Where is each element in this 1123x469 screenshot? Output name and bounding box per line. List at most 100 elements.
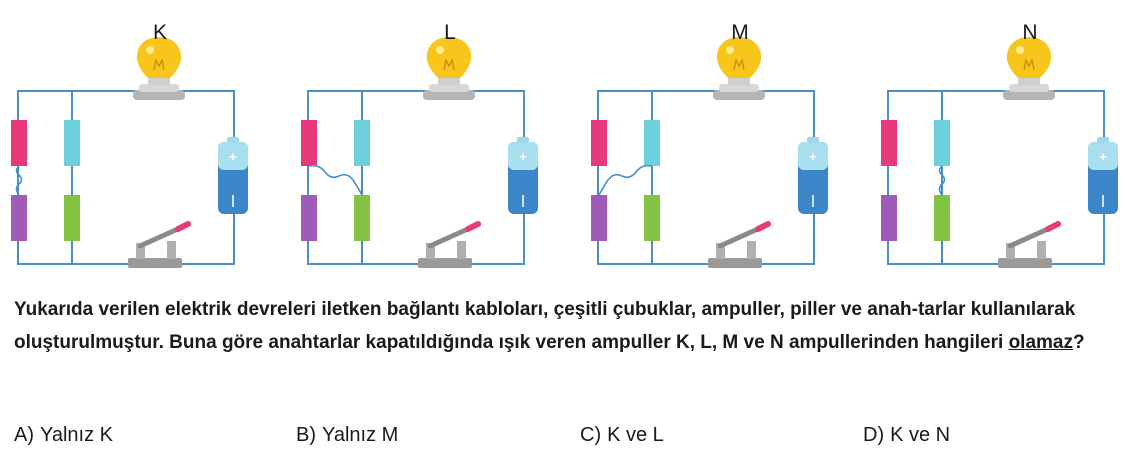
switch-base	[418, 258, 472, 268]
bulb-base	[1003, 90, 1055, 100]
question-text: Yukarıda verilen elektrik devreleri ilet…	[14, 293, 1110, 359]
option-d[interactable]: D)K ve N	[863, 424, 950, 447]
option-b[interactable]: B) Yalnız M	[296, 424, 398, 447]
battery-plus-sign: +	[809, 149, 817, 164]
bulb-label: L	[444, 21, 456, 44]
bulb-base	[713, 90, 765, 100]
bulb-filament	[1023, 58, 1035, 71]
switch-post-right	[747, 241, 756, 259]
rod-cyan	[354, 120, 370, 166]
bulb-label: N	[1022, 21, 1037, 44]
switch-post-right	[1037, 241, 1046, 259]
bulb-neck	[1018, 77, 1040, 85]
question-emphasis: olamaz	[1008, 332, 1073, 353]
switch-post-left	[426, 243, 435, 259]
bulb-filament	[153, 58, 165, 71]
connecting-wire	[938, 165, 946, 196]
bulb-highlight	[146, 46, 154, 54]
bulb-highlight	[436, 46, 444, 54]
bulb-socket	[719, 84, 759, 92]
bulb-filament	[733, 58, 745, 71]
switch-handle	[175, 221, 191, 232]
battery-plus-sign: +	[1099, 149, 1107, 164]
connecting-wire	[308, 164, 363, 196]
question-part2: ?	[1072, 332, 1085, 353]
switch-handle	[465, 221, 481, 232]
rod-pink	[11, 120, 27, 166]
rod-purple	[301, 195, 317, 241]
circuit-n: N+	[881, 21, 1118, 268]
rod-pink	[881, 120, 897, 166]
rod-green	[934, 195, 950, 241]
bulb-socket	[139, 84, 179, 92]
battery-cap	[1088, 142, 1118, 170]
bulb-highlight	[726, 46, 734, 54]
switch-base	[998, 258, 1052, 268]
switch-lever	[1007, 225, 1053, 249]
battery-cap	[218, 142, 248, 170]
bulb-label: K	[153, 21, 167, 44]
circuit-frame-wire	[17, 90, 235, 265]
bulb-neck	[438, 77, 460, 85]
option-c[interactable]: C)K ve L	[580, 424, 664, 447]
option-b-text: Yalnız M	[322, 424, 399, 446]
switch-post-right	[167, 241, 176, 259]
switch-base	[128, 258, 182, 268]
connecting-wire	[598, 164, 653, 196]
option-d-letter: D)	[863, 424, 885, 446]
rod-green	[64, 195, 80, 241]
battery-plus-sign: +	[229, 149, 237, 164]
option-a-letter: A)	[14, 424, 34, 446]
option-c-letter: C)	[580, 424, 602, 446]
rod-purple	[881, 195, 897, 241]
rod-pink	[301, 120, 317, 166]
rod-green	[644, 195, 660, 241]
switch-post-left	[136, 243, 145, 259]
rod-cyan	[644, 120, 660, 166]
circuit-k: K+	[11, 21, 248, 268]
switch-handle	[755, 221, 771, 232]
circuit-m: M+	[591, 21, 828, 268]
rod-pink	[591, 120, 607, 166]
battery-cap	[508, 142, 538, 170]
bulb-base	[423, 90, 475, 100]
circuit-diagrams: K+L+M+N+	[11, 21, 1118, 268]
switch-post-right	[457, 241, 466, 259]
battery-terminal	[517, 137, 529, 143]
bulb-filament	[443, 58, 455, 71]
rod-cyan	[934, 120, 950, 166]
bulb-socket	[1009, 84, 1049, 92]
option-a-text: Yalnız K	[40, 424, 113, 446]
rod-green	[354, 195, 370, 241]
switch-post-left	[1006, 243, 1015, 259]
battery-cap	[798, 142, 828, 170]
rod-purple	[591, 195, 607, 241]
option-b-letter: B)	[296, 424, 316, 446]
circuit-frame-wire	[307, 90, 525, 265]
switch-lever	[427, 225, 473, 249]
switch-lever	[137, 225, 183, 249]
rod-purple	[11, 195, 27, 241]
bulb-socket	[429, 84, 469, 92]
switch-handle	[1045, 221, 1061, 232]
battery-plus-sign: +	[519, 149, 527, 164]
option-a[interactable]: A) Yalnız K	[14, 424, 113, 447]
battery-terminal	[807, 137, 819, 143]
battery-terminal	[227, 137, 239, 143]
bulb-neck	[728, 77, 750, 85]
bulb-base	[133, 90, 185, 100]
battery-terminal	[1097, 137, 1109, 143]
answer-options: A) Yalnız K B) Yalnız M C)K ve L D)K ve N	[14, 424, 1114, 454]
option-c-text: K ve L	[607, 424, 664, 446]
bulb-highlight	[1016, 46, 1024, 54]
switch-base	[708, 258, 762, 268]
bulb-label: M	[731, 21, 749, 44]
circuit-l: L+	[301, 21, 538, 268]
rod-cyan	[64, 120, 80, 166]
switch-lever	[717, 225, 763, 249]
switch-post-left	[716, 243, 725, 259]
connecting-wire	[15, 165, 23, 196]
option-d-text: K ve N	[890, 424, 951, 446]
circuit-frame-wire	[887, 90, 1105, 265]
question-part1: Yukarıda verilen elektrik devreleri ilet…	[14, 299, 1076, 353]
